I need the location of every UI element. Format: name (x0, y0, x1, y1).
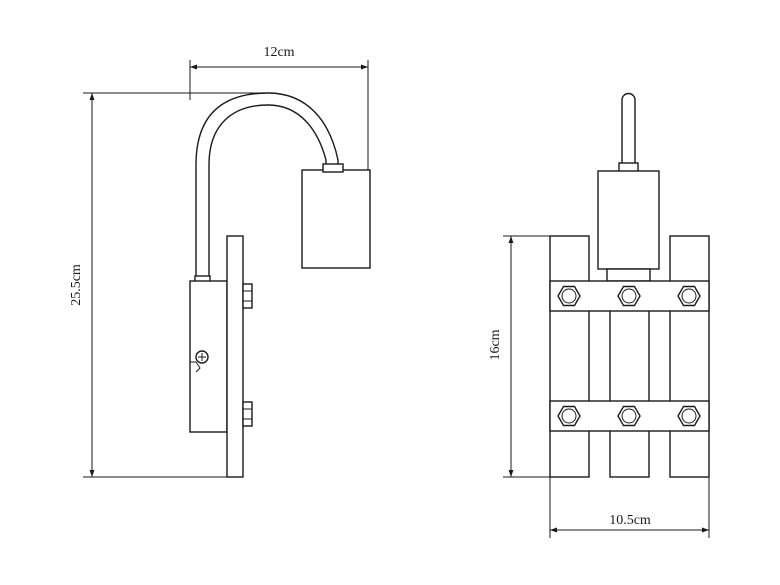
switch-screw-icon (190, 350, 209, 373)
hex-bolt-icon (557, 285, 581, 307)
slat-right (669, 235, 710, 478)
side-bolt-bottom (242, 401, 253, 427)
side-bolt-top (242, 283, 253, 309)
front-width-dimension: 10.5cm (549, 477, 710, 538)
hex-bolt-icon (617, 405, 641, 427)
lamp-socket (301, 169, 371, 269)
side-view: 12cm 25.5cm (69, 45, 371, 478)
front-arm-tube (621, 92, 636, 171)
front-view: 16cm 10.5cm (488, 92, 710, 538)
side-height-dimension: 25.5cm (69, 92, 268, 478)
front-height-dimension: 16cm (488, 235, 550, 478)
hex-bolt-icon (557, 405, 581, 427)
front-bolts (557, 285, 701, 427)
front-width-label: 10.5cm (609, 513, 651, 528)
hex-bolt-icon (677, 405, 701, 427)
hex-bolt-icon (617, 285, 641, 307)
front-height-label: 16cm (488, 329, 503, 360)
socket-collar (322, 163, 344, 173)
arm-tube-inner (208, 104, 327, 278)
arm-tube (195, 92, 339, 278)
side-width-label: 12cm (263, 45, 294, 60)
front-socket-base (606, 268, 651, 282)
hex-bolt-icon (677, 285, 701, 307)
side-height-label: 25.5cm (69, 264, 84, 306)
slat-left (549, 235, 590, 478)
side-width-dimension: 12cm (189, 45, 369, 170)
front-lamp-socket (597, 170, 660, 270)
wall-plate (226, 235, 244, 478)
